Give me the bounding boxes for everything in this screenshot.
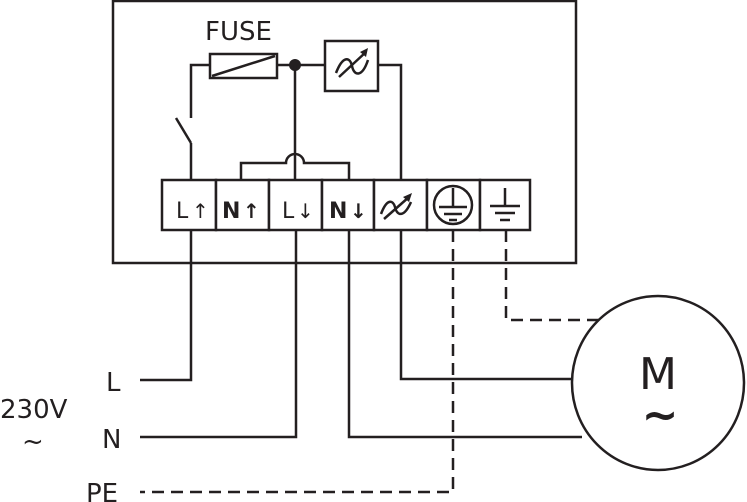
arrow-down-icon: ↓ bbox=[350, 199, 367, 223]
terminal-L-out bbox=[267, 178, 324, 232]
terminal-label: L bbox=[176, 199, 189, 224]
line-label: L bbox=[106, 368, 121, 398]
wire-motor-ground bbox=[504, 230, 600, 322]
terminal-label: N bbox=[329, 199, 347, 224]
wire-controller-to-terminal bbox=[378, 63, 403, 180]
wire-N bbox=[140, 230, 298, 439]
neutral-jumper bbox=[239, 152, 351, 180]
arrow-up-icon: ↑ bbox=[243, 199, 260, 223]
terminal-label: L bbox=[282, 199, 295, 224]
motor-icon: M ~ bbox=[570, 294, 746, 472]
terminal-block: L ↑ N ↑ L ↓ N ↓ bbox=[160, 178, 532, 232]
switch-icon bbox=[174, 117, 193, 180]
terminal-label: N bbox=[222, 199, 240, 224]
neutral-label: N bbox=[102, 425, 121, 455]
pe-label: PE bbox=[86, 479, 118, 502]
ac-symbol: ~ bbox=[22, 427, 44, 457]
arrow-up-icon: ↑ bbox=[192, 199, 209, 223]
wire-L bbox=[140, 230, 193, 382]
speed-controller-icon bbox=[323, 39, 380, 93]
motor-ac-symbol: ~ bbox=[642, 390, 679, 441]
wire-motor-controlled bbox=[399, 230, 572, 381]
arrow-down-icon: ↓ bbox=[297, 199, 314, 223]
wire-motor-N bbox=[347, 230, 582, 439]
terminal-L-in bbox=[160, 178, 218, 232]
motor-label: M bbox=[639, 349, 677, 400]
controller-enclosure bbox=[111, 0, 578, 265]
voltage-label: 230V bbox=[0, 395, 68, 425]
fuse-icon bbox=[208, 52, 279, 80]
protective-earth-icon bbox=[432, 184, 474, 226]
fuse-label: FUSE bbox=[205, 17, 272, 47]
wire-PE bbox=[140, 230, 455, 494]
wire-fuse-to-switch bbox=[189, 63, 210, 118]
speed-control-icon bbox=[379, 193, 413, 220]
ground-icon bbox=[490, 188, 520, 222]
